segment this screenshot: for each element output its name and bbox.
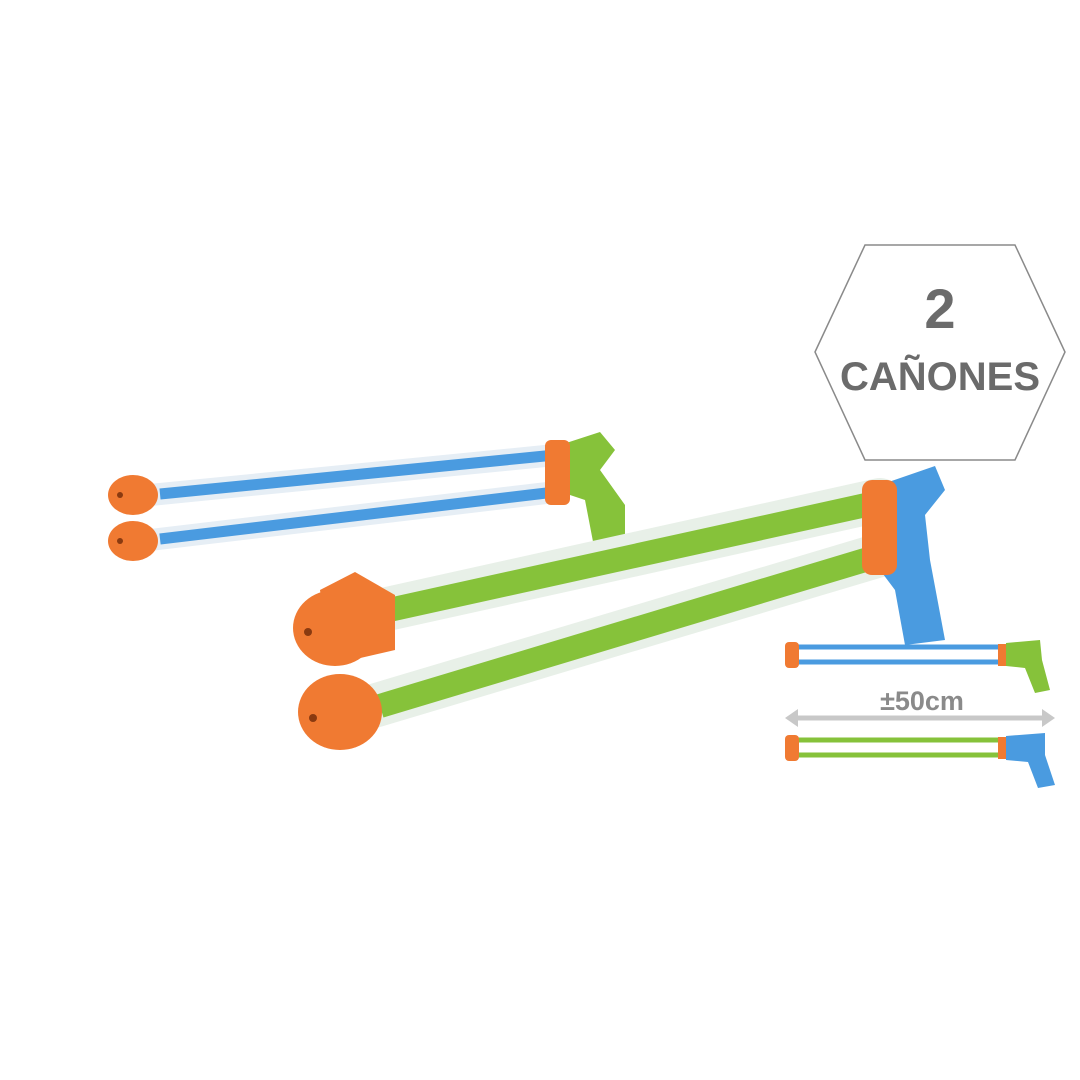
badge-label: CAÑONES	[840, 353, 1040, 399]
barrel-cap	[298, 674, 382, 750]
dimension-arrow	[785, 709, 1055, 727]
badge-count: 2	[924, 277, 955, 340]
barrel-cap	[108, 475, 158, 515]
green-handle	[560, 432, 625, 552]
barrel-count-badge: 2 CAÑONES	[814, 244, 1066, 461]
water-gun-blue-barrels	[108, 432, 625, 561]
mini-blue-handle	[1006, 733, 1055, 788]
water-gun-green-barrels	[293, 466, 945, 750]
barrel-cap	[108, 521, 158, 561]
mini-green-handle	[1006, 640, 1050, 693]
barrel-cap	[293, 590, 377, 666]
size-comparison: ±50cm	[785, 640, 1055, 788]
dimension-label: ±50cm	[880, 686, 964, 716]
